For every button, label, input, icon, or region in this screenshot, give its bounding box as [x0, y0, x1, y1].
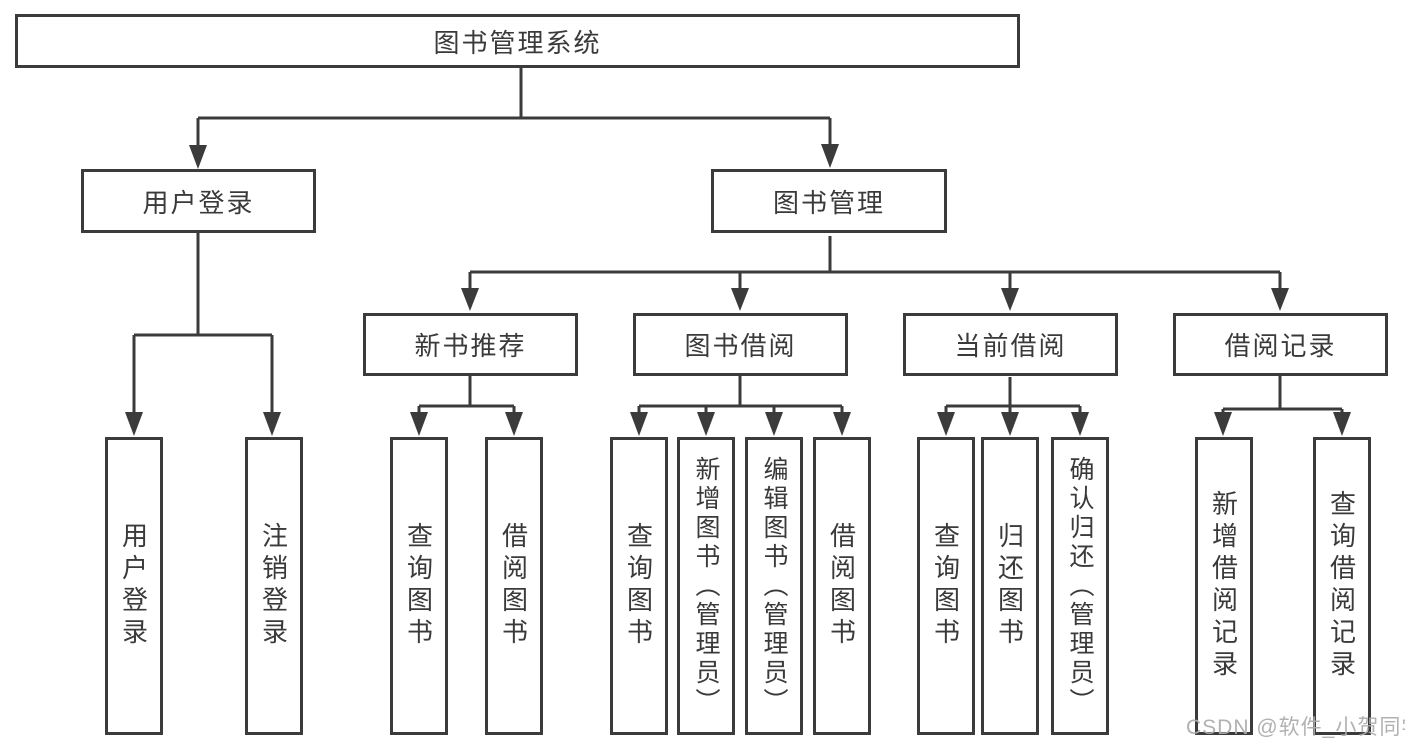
node-label: 图书管理	[772, 187, 885, 218]
csdn-watermark: CSDN @软件_小贺同学	[1186, 716, 1405, 739]
node-label: 当前借阅	[954, 331, 1067, 361]
leaf-label: 用户登录	[118, 522, 149, 650]
node-book-management: 图书管理	[711, 169, 947, 233]
node-label: 用户登录	[142, 187, 255, 218]
leaf-label: 归还图书	[994, 522, 1025, 650]
node-label: 借阅记录	[1224, 331, 1337, 361]
leaf-borrow-books: 借阅图书	[813, 437, 871, 735]
leaf-label: 借阅图书	[826, 522, 857, 650]
leaf-confirm-return-admin: 确认归还（管理员）	[1051, 437, 1109, 735]
node-user-login: 用户登录	[81, 169, 316, 233]
node-new-book-recommendation: 新书推荐	[363, 313, 578, 376]
leaf-label: 确认归还（管理员）	[1066, 455, 1094, 717]
node-label: 图书管理系统	[433, 27, 602, 58]
leaf-label: 借阅图书	[498, 522, 529, 650]
node-borrowing-records: 借阅记录	[1173, 313, 1388, 376]
leaf-edit-books-admin: 编辑图书（管理员）	[745, 437, 803, 735]
leaf-borrow-books: 借阅图书	[485, 437, 543, 735]
leaf-add-books-admin: 新增图书（管理员）	[677, 437, 735, 735]
leaf-query-borrow-record: 查询借阅记录	[1313, 437, 1371, 735]
leaf-user-login: 用户登录	[105, 437, 163, 735]
leaf-label: 新增借阅记录	[1208, 490, 1239, 682]
leaf-label: 查询图书	[403, 522, 434, 650]
leaf-add-borrow-record: 新增借阅记录	[1195, 437, 1253, 735]
leaf-query-books: 查询图书	[390, 437, 448, 735]
node-library-system: 图书管理系统	[15, 14, 1020, 68]
leaf-label: 查询图书	[930, 522, 961, 650]
node-current-borrowing: 当前借阅	[903, 313, 1118, 376]
node-book-borrowing: 图书借阅	[633, 313, 848, 376]
leaf-label: 新增图书（管理员）	[692, 455, 720, 717]
leaf-label: 编辑图书（管理员）	[760, 455, 788, 717]
leaf-label: 注销登录	[258, 522, 289, 650]
leaf-query-books: 查询图书	[610, 437, 668, 735]
node-label: 新书推荐	[414, 331, 527, 361]
arrowheads	[125, 144, 1351, 436]
leaf-label: 查询借阅记录	[1326, 490, 1357, 682]
leaf-logout: 注销登录	[245, 437, 303, 735]
node-label: 图书借阅	[684, 331, 797, 361]
leaf-return-books: 归还图书	[981, 437, 1039, 735]
leaf-label: 查询图书	[623, 522, 654, 650]
leaf-query-books: 查询图书	[917, 437, 975, 735]
